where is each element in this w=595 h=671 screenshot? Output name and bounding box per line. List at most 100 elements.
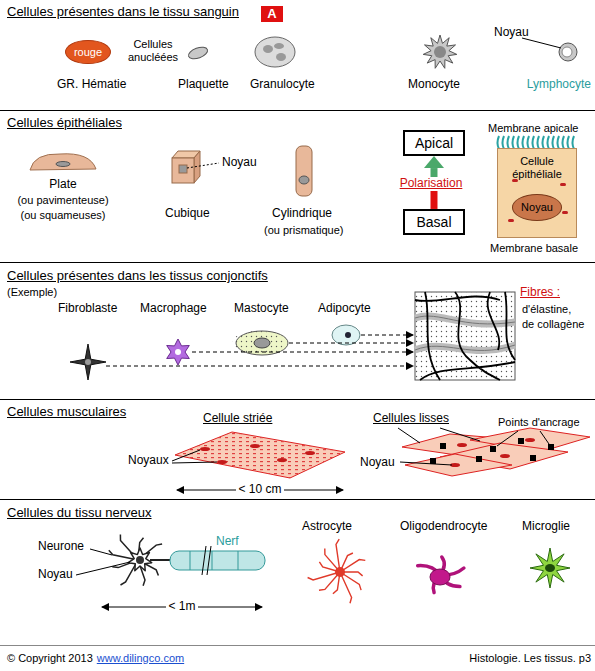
- section-heading: Cellules musculaires: [7, 405, 126, 420]
- columnar-cell: [296, 146, 312, 196]
- section-tag: A: [261, 6, 282, 23]
- node-text: Basal: [413, 214, 455, 230]
- cell-label: Cubique: [165, 207, 210, 221]
- platelet: [187, 45, 209, 61]
- stroke: [340, 572, 352, 603]
- cell-label: (Exemple): [7, 286, 57, 299]
- cell-label: Macrophage: [140, 302, 207, 316]
- cell-label: Granulocyte: [250, 78, 315, 92]
- process-box: Apical: [403, 130, 465, 156]
- cell-label: d'élastine,: [522, 303, 571, 316]
- organelle: [508, 219, 514, 222]
- cell-label: Cylindrique: [272, 207, 332, 221]
- cell-label: Fibres :: [520, 286, 560, 300]
- cell-label: Mastocyte: [234, 302, 289, 316]
- leader-line: [522, 38, 561, 48]
- cell-body: [335, 567, 345, 577]
- stroke: [308, 572, 340, 580]
- node-text: A: [267, 7, 276, 22]
- cell-label: Plate: [49, 178, 76, 192]
- cell-shape: [70, 344, 106, 380]
- cell-label: Neurone: [38, 540, 84, 554]
- leader-lines: [398, 428, 549, 465]
- node-text: Apical: [413, 135, 455, 151]
- footer: Histologie. Les tissus. p3: [469, 652, 591, 665]
- process-box: Basal: [403, 209, 465, 235]
- glial-cells: [308, 539, 570, 603]
- section-heading: Cellules épithéliales: [7, 116, 122, 131]
- node-text: Cellule épithéliale: [500, 155, 574, 180]
- nucleus: [85, 359, 91, 365]
- cell-label: Membrane basale: [490, 242, 578, 255]
- leader-lines: [76, 549, 130, 575]
- lymphocyte: [559, 43, 577, 61]
- callout-label: Noyau: [222, 156, 257, 170]
- leader-lines: [172, 450, 217, 463]
- cell-label: Astrocyte: [302, 520, 352, 534]
- cell-label: de collagène: [522, 318, 584, 331]
- cell-label: Oligodendrocyte: [400, 520, 487, 534]
- smooth-cells: [402, 428, 590, 476]
- cell-label: Cellules lisses: [373, 412, 449, 426]
- dashed-arrows: [106, 335, 413, 366]
- stroke: [431, 188, 438, 209]
- section-heading: Cellules du tissu nerveux: [7, 506, 152, 521]
- cell-shape: [530, 548, 570, 588]
- cell-label: Nerf: [216, 535, 239, 549]
- nucleus: [434, 46, 446, 58]
- cell-label: Cellule striée: [203, 412, 272, 426]
- organelle: [560, 183, 566, 186]
- organelle: [562, 211, 568, 214]
- callout-label: Noyaux: [128, 454, 169, 468]
- striated-cell: [175, 432, 345, 478]
- callout-label: Noyau: [38, 568, 73, 582]
- cell-label: Points d'ancrage: [498, 416, 580, 429]
- cell-label: Polarisation: [398, 177, 465, 191]
- connective-cells: [70, 339, 189, 380]
- cell-label: (ou pavimenteuse): [17, 194, 108, 207]
- cell-label: Plaquette: [178, 78, 229, 92]
- epithelial-cell: Cellule épithélialeNoyau: [497, 148, 577, 238]
- cell-shape: [423, 35, 457, 68]
- cell-label: Membrane apicale: [488, 122, 579, 135]
- dimension: < 1m: [166, 600, 197, 614]
- separators: [0, 111, 595, 646]
- nucleus: [545, 564, 555, 572]
- footer-link: www.dilingco.com: [97, 652, 184, 665]
- nucleus: [175, 349, 181, 355]
- fibres-box: [415, 292, 515, 380]
- callout-label: Noyau: [360, 456, 395, 470]
- cell-label: (ou squameuses): [21, 209, 106, 222]
- section-heading: Cellules présentes dans les tissus conjo…: [7, 269, 268, 284]
- cell-label: Monocyte: [408, 78, 460, 92]
- cell-label: Microglie: [522, 520, 570, 534]
- nucleus-label: Noyau: [512, 194, 562, 221]
- cell-label: Lymphocyte: [527, 78, 591, 92]
- mastocyte: [232, 331, 288, 355]
- cell-label: Fibroblaste: [58, 302, 117, 316]
- node-text: rouge: [74, 46, 102, 59]
- cell-shape: [128, 548, 151, 571]
- section-heading: Cellules présentes dans le tissu sanguin: [7, 5, 239, 20]
- neuron: [109, 535, 172, 586]
- nucleus: [136, 556, 144, 564]
- stroke: [424, 156, 444, 168]
- leader-line: [187, 163, 219, 168]
- cell-shape: [167, 339, 190, 365]
- nerve-axon: [170, 546, 265, 575]
- cell-label: Cellules anucléées: [120, 38, 186, 63]
- callout-label: Noyau: [494, 26, 529, 40]
- cell-label: Adipocyte: [318, 302, 371, 316]
- cell-label: GR. Hématie: [57, 78, 126, 92]
- red-cell: rouge: [65, 40, 111, 65]
- stroke: [150, 559, 172, 561]
- cell-body: [430, 569, 450, 585]
- cell-label: (ou prismatique): [264, 224, 343, 237]
- flat-cell: [30, 154, 96, 170]
- footer: © Copyright 2013: [7, 652, 93, 665]
- granulocyte: [255, 37, 295, 67]
- dimension: < 10 cm: [236, 483, 283, 497]
